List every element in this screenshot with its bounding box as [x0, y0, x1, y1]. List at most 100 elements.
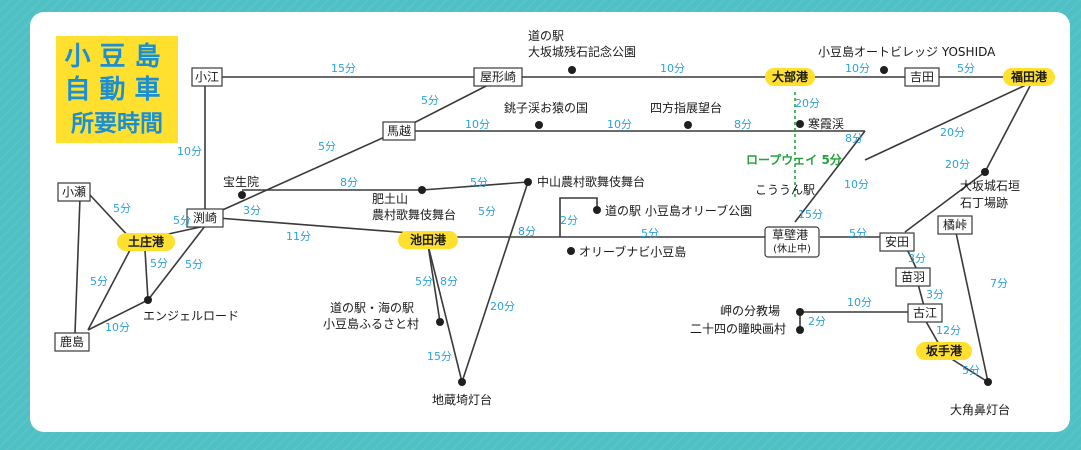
label-fukudako: 福田港 — [1010, 69, 1048, 84]
time-label: 5分 — [173, 214, 191, 227]
place-boxes — [54, 67, 973, 352]
dot-osaka-ishigaki — [981, 168, 989, 176]
time-label: 8分 — [518, 225, 536, 238]
road-tachibana-okabana — [954, 227, 989, 383]
time-label: 5分 — [90, 275, 108, 288]
time-label: 12分 — [936, 324, 961, 337]
label-koe2: 古江 — [913, 305, 937, 320]
label-olivenavi: オリーブナビ小豆島 — [579, 244, 686, 259]
dot-michinoeki-osaka — [568, 66, 576, 74]
label-kusakabe-1: 草壁港 — [772, 227, 808, 242]
label-kouunkei: こううん駅 — [755, 183, 815, 197]
box-fuchizaki — [186, 208, 224, 228]
label-yasuda: 安田 — [885, 234, 909, 249]
dot-shihoshi — [684, 121, 692, 129]
box-kusakabe — [764, 226, 820, 258]
label-hitoyama-2: 農村歌舞伎舞台 — [372, 207, 456, 222]
road-kouun-fukuda — [864, 83, 1029, 161]
label-jizosaki: 地蔵埼灯台 — [432, 392, 492, 407]
label-choshikei: 銚子渓お猿の国 — [504, 100, 588, 115]
label-kankakei: 寒霞渓 — [808, 116, 844, 131]
title-block: 小豆島 自動車 所要時間 — [56, 36, 178, 143]
road-koe-sakate — [923, 317, 941, 347]
dot-hitoyama — [418, 186, 426, 194]
road-sakate-okabana — [949, 357, 989, 383]
dot-michinoeki-umi — [436, 318, 444, 326]
badge-sakateko — [916, 342, 972, 360]
dot-autovillage — [880, 66, 888, 74]
dot-angelroad — [144, 296, 152, 304]
road-ikeda-umi — [427, 244, 441, 323]
label-michinoeki-osaka: 道の駅 大坂城残石記念公園 — [528, 29, 636, 59]
time-label: 5分 — [957, 62, 975, 75]
dot-jizosaki — [458, 378, 466, 386]
label-kusakabe-2: (休止中) — [773, 242, 811, 255]
title-line-2: 自動車 — [64, 74, 169, 105]
time-label: 5分 — [318, 140, 336, 153]
road-kose-kashima — [74, 197, 81, 334]
time-label: 7分 — [990, 277, 1008, 290]
road-fuchizaki-angel — [147, 225, 206, 301]
label-nakayama: 中山農村歌舞伎舞台 — [537, 174, 645, 189]
time-label: 20分 — [795, 97, 820, 110]
label-fuchizaki: 渕崎 — [193, 211, 217, 225]
label-angelroad: エンジェルロード — [143, 309, 239, 323]
dot-michinoeki-olive — [593, 206, 601, 214]
badge-tonoshoko — [117, 233, 175, 251]
box-yasuda — [879, 232, 915, 252]
label-hitoyama: 肥土山 農村歌舞伎舞台 — [372, 192, 456, 222]
road-fuchizaki-ikeda — [217, 217, 411, 234]
label-michinoeki-olive: 道の駅 小豆島オリーブ公園 — [605, 203, 752, 218]
time-label: 5分 — [470, 176, 488, 189]
box-yoshida — [904, 67, 940, 87]
time-label: 3分 — [926, 288, 944, 301]
time-label: 8分 — [845, 132, 863, 145]
label-ikedako: 池田港 — [410, 232, 447, 247]
label-obeko: 大部港 — [772, 69, 809, 84]
label-kashima: 鹿島 — [60, 334, 84, 349]
badge-ikedako — [398, 231, 458, 249]
label-yagatazaki: 屋形崎 — [480, 70, 516, 84]
label-tonoshoko: 土庄港 — [128, 234, 165, 249]
time-label: 10分 — [177, 145, 202, 158]
time-label: 20分 — [490, 300, 515, 313]
road-kashima-angel — [87, 299, 149, 331]
time-label: 15分 — [331, 62, 356, 75]
time-label: 5分 — [150, 257, 168, 270]
road-tonosho-kashima — [87, 249, 131, 331]
label-hosyoin: 宝生院 — [223, 175, 259, 189]
box-tachibana — [937, 215, 973, 235]
time-label: 5分 — [478, 205, 496, 218]
time-label: 2分 — [560, 214, 578, 227]
label-nijushi: 二十四の瞳映画村 — [690, 321, 786, 336]
time-label: 15分 — [427, 350, 452, 363]
time-label: 10分 — [607, 118, 632, 131]
box-koe2 — [907, 303, 943, 323]
place-dots — [144, 66, 992, 386]
time-label: 5分 — [421, 94, 439, 107]
label-koe: 小江 — [195, 70, 219, 84]
place-labels: 小江 屋形崎 道の駅 大坂城残石記念公園 大部港 小豆島オートビレッジ YOSH… — [60, 29, 1048, 417]
label-michinoeki-umi-2: 小豆島ふるさと村 — [323, 316, 419, 331]
route-lines — [74, 76, 1031, 383]
road-yasuda-osaka — [904, 171, 986, 233]
label-misaki: 岬の分教場 — [720, 303, 780, 318]
dot-kankakei — [796, 120, 804, 128]
time-label: 5分 — [113, 202, 131, 215]
road-olive-branch — [559, 197, 598, 237]
title-line-3: 所要時間 — [71, 111, 163, 137]
dot-misaki — [796, 308, 804, 316]
time-label: 20分 — [940, 126, 965, 139]
label-umagoe: 馬越 — [387, 124, 411, 138]
label-sakateko: 坂手港 — [926, 343, 963, 358]
time-label: 5分 — [641, 227, 659, 240]
time-label: 10分 — [847, 296, 872, 309]
time-label: 5分 — [849, 227, 867, 240]
box-koe — [191, 67, 223, 87]
label-michinoeki-osaka-1: 道の駅 — [528, 29, 564, 43]
label-osaka-ishigaki-2: 石丁場跡 — [960, 195, 1008, 210]
badge-obeko — [765, 68, 815, 86]
port-badges — [117, 68, 1055, 360]
